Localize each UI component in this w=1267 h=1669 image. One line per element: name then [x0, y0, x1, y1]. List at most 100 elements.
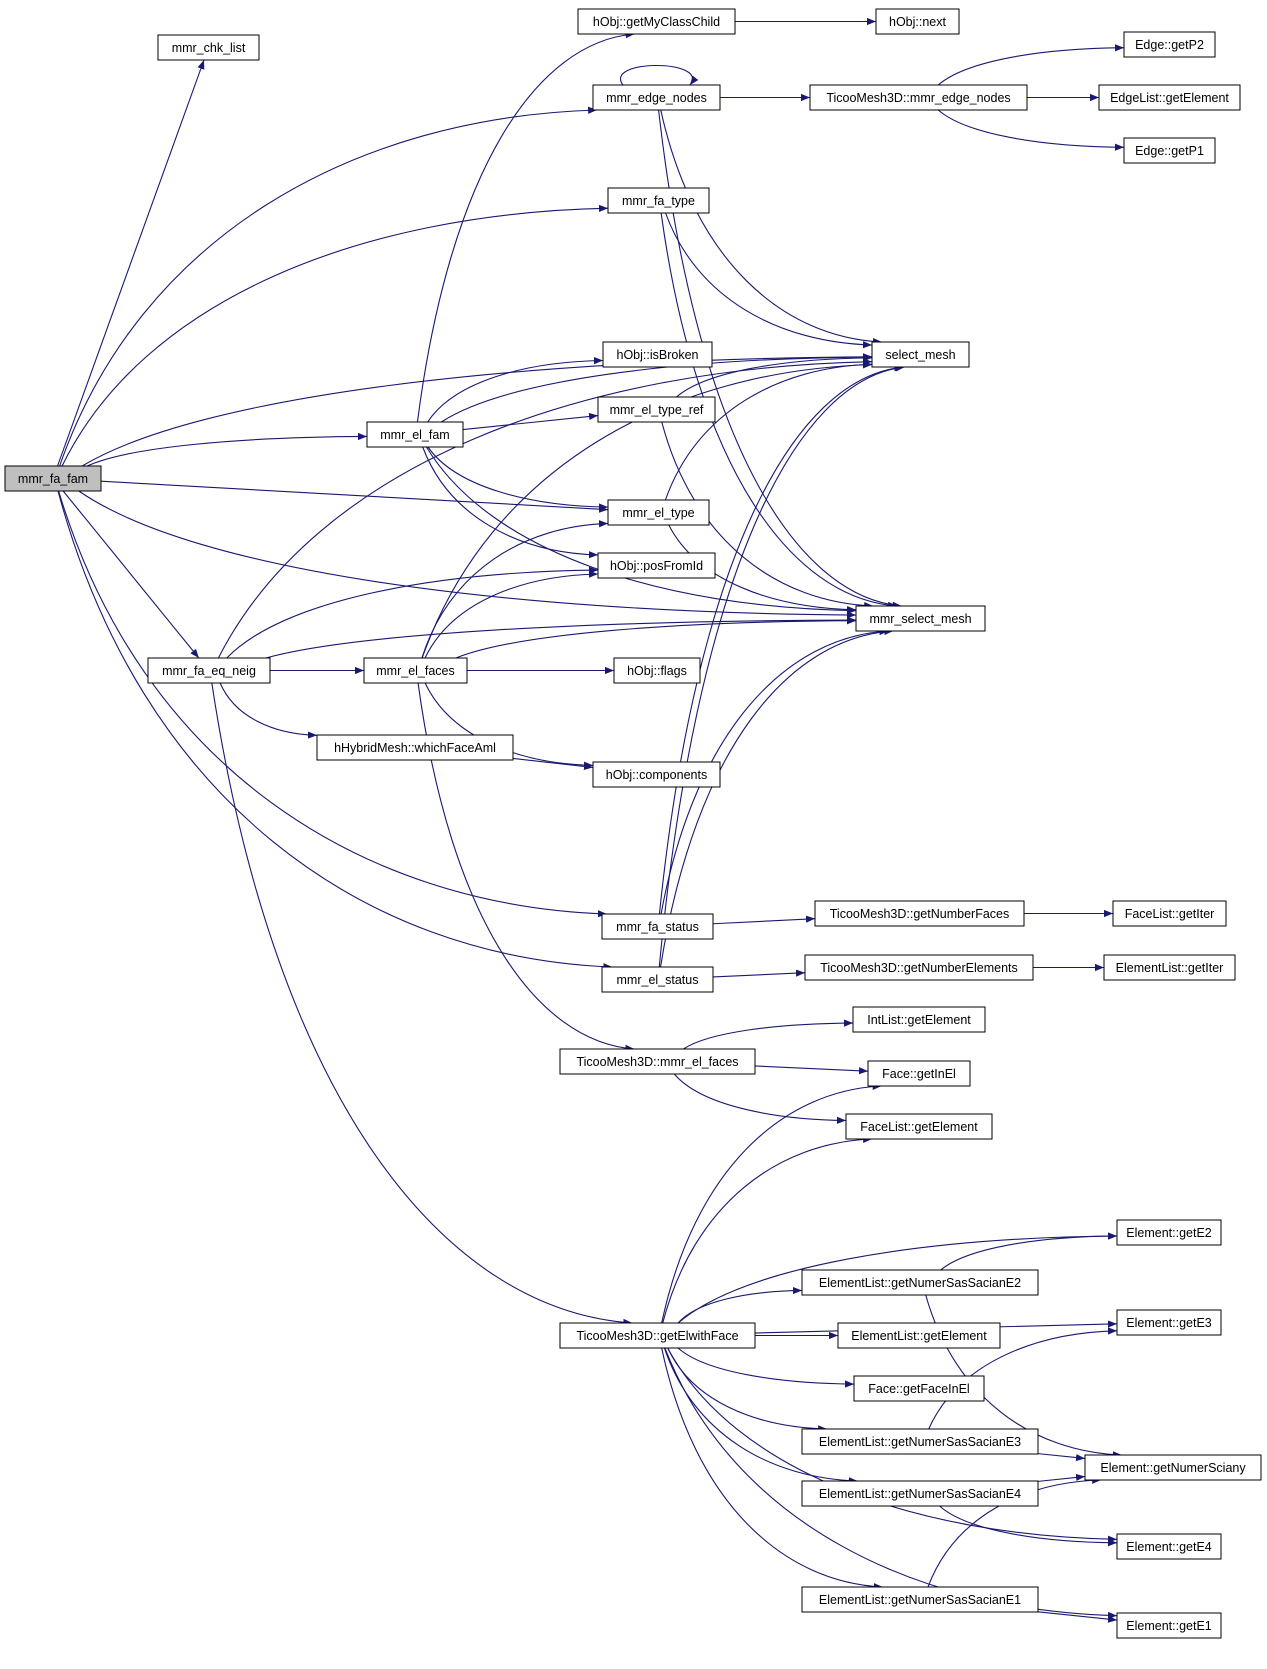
node-label: TicooMesh3D::mmr_edge_nodes	[826, 91, 1010, 105]
node-box	[814, 900, 1025, 927]
node-mmr_fa_status[interactable]: mmr_fa_status	[601, 913, 714, 940]
node-mmr_el_status[interactable]: mmr_el_status	[601, 966, 714, 993]
node-label: mmr_edge_nodes	[606, 91, 707, 105]
node-box	[602, 341, 713, 368]
node-components[interactable]: hObj::components	[592, 761, 721, 788]
node-edgelist_getElement[interactable]: EdgeList::getElement	[1098, 84, 1241, 111]
edge-mmr_el_fam-to-mmr_el_type_ref	[462, 412, 599, 431]
node-mmr_el_type[interactable]: mmr_el_type	[607, 499, 710, 526]
node-box	[801, 1269, 1039, 1296]
node-edge_getP1[interactable]: Edge::getP1	[1123, 137, 1216, 164]
node-mmr_fa_eq_neig[interactable]: mmr_fa_eq_neig	[147, 657, 271, 684]
edge-t3d_getElwithFace-to-getNumerSasSacianE4	[663, 1347, 858, 1485]
node-mmr_fa_fam[interactable]: mmr_fa_fam	[4, 465, 102, 492]
node-whichFaceAml[interactable]: hHybridMesh::whichFaceAml	[316, 734, 514, 761]
node-element_getNumerSciany[interactable]: Element::getNumerSciany	[1084, 1454, 1262, 1481]
node-getNumerSasSacianE3[interactable]: ElementList::getNumerSasSacianE3	[801, 1428, 1039, 1455]
node-box	[4, 465, 102, 492]
node-element_getE3[interactable]: Element::getE3	[1116, 1309, 1222, 1336]
node-label: hHybridMesh::whichFaceAml	[334, 741, 496, 755]
node-element_getE2[interactable]: Element::getE2	[1116, 1219, 1222, 1246]
node-mmr_chk_list[interactable]: mmr_chk_list	[157, 34, 260, 61]
node-label: EdgeList::getElement	[1110, 91, 1229, 105]
node-mmr_el_fam[interactable]: mmr_el_fam	[366, 421, 464, 448]
node-face_getInEl[interactable]: Face::getInEl	[867, 1060, 971, 1087]
edge-t3d_edge_nodes-to-edge_getP2	[937, 44, 1125, 86]
node-element_getE4[interactable]: Element::getE4	[1116, 1533, 1222, 1560]
node-label: mmr_select_mesh	[869, 612, 971, 626]
edge-mmr_el_faces-to-posFromId	[424, 570, 599, 659]
node-label: FaceList::getIter	[1125, 907, 1215, 921]
node-getMyClassChild[interactable]: hObj::getMyClassChild	[577, 8, 736, 35]
node-flags[interactable]: hObj::flags	[613, 657, 701, 684]
node-label: Face::getInEl	[882, 1067, 956, 1081]
node-label: Element::getNumerSciany	[1100, 1461, 1246, 1475]
node-box	[607, 499, 710, 526]
edge-mmr_fa_eq_neig-to-t3d_getElwithFace	[211, 682, 633, 1326]
node-getNumerSasSacianE4[interactable]: ElementList::getNumerSasSacianE4	[801, 1480, 1039, 1507]
node-box	[363, 657, 468, 684]
node-isBroken[interactable]: hObj::isBroken	[602, 341, 713, 368]
node-next[interactable]: hObj::next	[875, 8, 960, 35]
edge-mmr_fa_type-to-mmr_select_mesh	[660, 212, 898, 609]
edge-mmr_fa_status-to-select_mesh	[658, 364, 904, 915]
node-posFromId[interactable]: hObj::posFromId	[597, 552, 716, 579]
edge-mmr_fa_status-to-mmr_select_mesh	[660, 627, 889, 915]
edge-mmr_el_type_ref-to-select_mesh	[676, 354, 873, 398]
node-getNumerSasSacianE1[interactable]: ElementList::getNumerSasSacianE1	[801, 1586, 1039, 1613]
node-mmr_el_faces[interactable]: mmr_el_faces	[363, 657, 468, 684]
node-t3d_getElwithFace[interactable]: TicooMesh3D::getElwithFace	[559, 1322, 756, 1349]
node-box	[147, 657, 271, 684]
node-mmr_edge_nodes[interactable]: mmr_edge_nodes	[592, 84, 721, 111]
node-intlist_getElement[interactable]: IntList::getElement	[852, 1006, 986, 1033]
node-element_getE1[interactable]: Element::getE1	[1116, 1612, 1222, 1639]
node-facelist_getIter[interactable]: FaceList::getIter	[1112, 900, 1227, 927]
edge-mmr_el_fam-to-isBroken	[427, 357, 604, 423]
node-t3d_getNumberFaces[interactable]: TicooMesh3D::getNumberFaces	[814, 900, 1025, 927]
node-face_getFaceInEl[interactable]: Face::getFaceInEl	[853, 1375, 985, 1402]
edge-mmr_fa_eq_neig-to-select_mesh	[217, 358, 873, 659]
node-t3d_getNumberElements[interactable]: TicooMesh3D::getNumberElements	[804, 954, 1034, 981]
node-edge_getP2[interactable]: Edge::getP2	[1123, 31, 1216, 58]
node-elementlist_getElement[interactable]: ElementList::getElement	[837, 1322, 1001, 1349]
edge-getNumerSasSacianE4-to-element_getNumerSciany	[1037, 1473, 1086, 1482]
edge-mmr_fa_status-to-t3d_getNumberFaces	[712, 915, 816, 925]
edge-mmr_fa_type-to-select_mesh	[665, 212, 873, 349]
node-box	[1116, 1533, 1222, 1560]
edge-whichFaceAml-to-components	[512, 757, 594, 770]
node-box	[845, 1113, 993, 1140]
edge-mmr_fa_fam-to-mmr_fa_type	[61, 204, 609, 467]
node-mmr_fa_type[interactable]: mmr_fa_type	[607, 187, 710, 214]
node-box	[597, 552, 716, 579]
node-box	[559, 1048, 756, 1075]
node-box	[559, 1322, 756, 1349]
node-box	[601, 913, 714, 940]
edge-mmr_el_faces-to-t3d_el_faces	[417, 682, 635, 1052]
node-label: hObj::posFromId	[610, 559, 703, 573]
node-select_mesh[interactable]: select_mesh	[871, 341, 970, 368]
edge-mmr_el_type-to-mmr_select_mesh	[668, 524, 857, 614]
node-label: Element::getE2	[1126, 1226, 1212, 1240]
edge-mmr_edge_nodes-to-select_mesh	[660, 109, 883, 346]
node-t3d_el_faces[interactable]: TicooMesh3D::mmr_el_faces	[559, 1048, 756, 1075]
edge-mmr_el_type_ref-to-mmr_select_mesh	[661, 421, 874, 610]
node-elementlist_getIter[interactable]: ElementList::getIter	[1103, 954, 1236, 981]
node-label: TicooMesh3D::getNumberFaces	[830, 907, 1009, 921]
node-label: hObj::isBroken	[617, 348, 699, 362]
edge-getNumerSasSacianE4-to-element_getE4	[939, 1505, 1118, 1547]
node-box	[577, 8, 736, 35]
edge-getNumerSasSacianE3-to-element_getNumerSciany	[1037, 1453, 1086, 1462]
edge-mmr_fa_fam-to-mmr_fa_status	[58, 490, 607, 918]
node-label: mmr_fa_eq_neig	[162, 664, 256, 678]
node-mmr_el_type_ref[interactable]: mmr_el_type_ref	[597, 396, 716, 423]
node-box	[607, 187, 710, 214]
node-t3d_edge_nodes[interactable]: TicooMesh3D::mmr_edge_nodes	[809, 84, 1028, 111]
edge-t3d_getElwithFace-to-getNumerSasSacianE3	[667, 1347, 828, 1433]
edge-mmr_fa_eq_neig-to-mmr_select_mesh	[265, 616, 857, 659]
edge-mmr_fa_fam-to-mmr_el_status	[57, 490, 613, 971]
edge-t3d_getElwithFace-to-element_getE2	[677, 1232, 1118, 1324]
node-getNumerSasSacianE2[interactable]: ElementList::getNumerSasSacianE2	[801, 1269, 1039, 1296]
node-facelist_getElement[interactable]: FaceList::getElement	[845, 1113, 993, 1140]
node-label: mmr_el_type	[622, 506, 694, 520]
node-mmr_select_mesh[interactable]: mmr_select_mesh	[855, 605, 986, 632]
